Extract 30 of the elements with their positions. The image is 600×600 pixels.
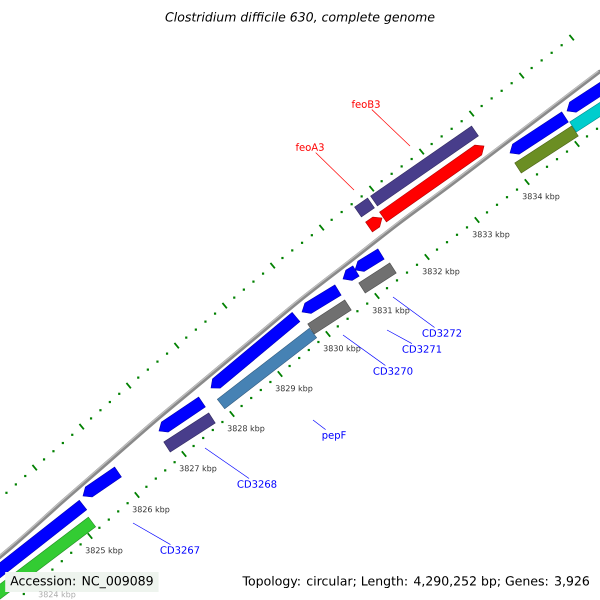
gene-label: CD3272 xyxy=(422,329,462,337)
gene-label: CD3268 xyxy=(238,480,276,488)
scale-label: 3830 kbp xyxy=(324,345,360,353)
scale-label: 3827 kbp xyxy=(180,465,216,473)
scale-label: 3826 kbp xyxy=(132,506,170,514)
scale-label: 3834 kbp xyxy=(522,193,560,201)
gene-label: CD3270 xyxy=(374,367,412,375)
leader-line xyxy=(204,448,250,479)
scale-label: 3829 kbp xyxy=(276,385,312,393)
title: Clostridium difficile 630, complete genome xyxy=(166,12,434,24)
gene-label: feoA3 xyxy=(296,143,324,151)
scale-label: 3825 kbp xyxy=(86,547,122,555)
leader-line xyxy=(392,296,435,328)
accession-label: Accession: NC_009089 xyxy=(5,572,159,592)
genome-info: Topology: circular; Length: 4,290,252 bp; Genes: 3,926 xyxy=(242,576,590,588)
scale-label: 3828 kbp xyxy=(228,425,264,433)
gene-label: feoB3 xyxy=(352,100,380,108)
scale-label: 3824 kbp xyxy=(38,591,76,599)
gene-label: pepF xyxy=(322,431,346,441)
leader-line xyxy=(312,420,326,430)
scale-label: 3833 kbp xyxy=(472,231,510,239)
leader-line xyxy=(315,152,354,190)
leader-line xyxy=(371,109,410,146)
scale-label: 3831 kbp xyxy=(372,307,410,315)
scale-label: 3832 kbp xyxy=(422,268,460,276)
gene-label: CD3267 xyxy=(160,546,200,554)
leader-line xyxy=(386,330,412,344)
leader-line xyxy=(132,522,171,545)
leader-line xyxy=(342,334,386,366)
gene-label: CD3271 xyxy=(402,345,442,353)
